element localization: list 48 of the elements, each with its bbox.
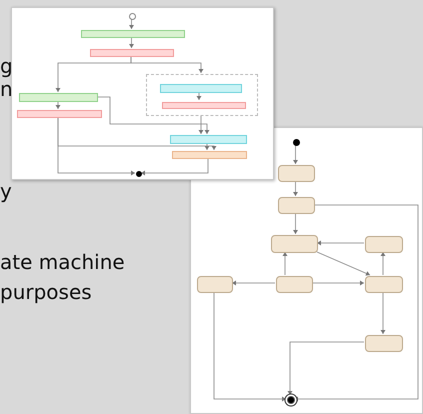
action-box [162, 102, 246, 109]
end-symbol [287, 396, 295, 404]
arrow [56, 100, 60, 110]
arrow [293, 212, 298, 234]
arrow [316, 240, 364, 246]
state-box [276, 276, 313, 293]
arrow [140, 158, 208, 176]
start-circle [129, 13, 136, 20]
arrow [196, 90, 202, 100]
arrow [282, 252, 288, 276]
state-box [278, 197, 315, 214]
arrow [316, 252, 370, 276]
slide-text: y [0, 180, 12, 202]
arrow [204, 142, 210, 150]
slide-text: ate machine [0, 251, 125, 273]
group-box [146, 74, 258, 116]
state-box [365, 276, 403, 293]
state-box [365, 236, 403, 253]
action-box [81, 30, 185, 38]
action-box [19, 93, 98, 102]
slide-text: n [0, 78, 13, 100]
state-box [365, 335, 403, 352]
arrow [380, 252, 386, 276]
arrow [129, 36, 134, 48]
arrow [130, 56, 204, 74]
arrow [380, 292, 386, 334]
state-box [197, 276, 233, 293]
slide-text: purposes [0, 281, 92, 303]
action-box [170, 135, 247, 144]
arrow [232, 280, 276, 286]
arrow [198, 114, 204, 134]
arrow [214, 292, 286, 402]
arrow [96, 96, 210, 134]
arrow [293, 144, 298, 164]
end-dot [136, 171, 142, 177]
action-box [172, 151, 247, 159]
arrow [293, 180, 298, 196]
start-dot [293, 139, 300, 146]
arrow [312, 280, 364, 286]
action-box [90, 49, 174, 57]
state-box [271, 235, 318, 253]
state-box [278, 165, 315, 182]
action-box [160, 84, 242, 93]
arrow [129, 18, 134, 30]
slide-text: g [0, 55, 13, 77]
action-box [17, 110, 102, 118]
arrow [58, 116, 216, 150]
arrow [288, 342, 364, 396]
